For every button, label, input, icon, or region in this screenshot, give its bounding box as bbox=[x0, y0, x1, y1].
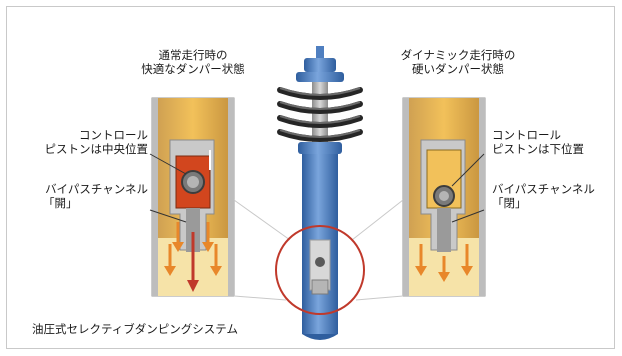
right-bypass-label: バイパスチャンネル 「閉」 bbox=[492, 182, 595, 210]
pointer-lines bbox=[149, 153, 485, 223]
right-piston-label: コントロール ピストンは下位置 bbox=[492, 128, 584, 156]
left-piston-label: コントロール ピストンは中央位置 bbox=[44, 128, 149, 156]
left-bypass-label: バイパスチャンネル 「開」 bbox=[43, 182, 148, 210]
normal-condition-title: 通常走行時の 快適なダンパー状態 bbox=[141, 48, 245, 76]
dynamic-condition-title: ダイナミック走行時の 硬いダンパー状態 bbox=[400, 48, 516, 76]
center-shock-absorber bbox=[233, 46, 404, 340]
figure-caption: 油圧式セレクティブダンピングシステム bbox=[32, 322, 238, 336]
left-cutaway bbox=[151, 97, 235, 297]
right-cutaway bbox=[402, 97, 486, 297]
